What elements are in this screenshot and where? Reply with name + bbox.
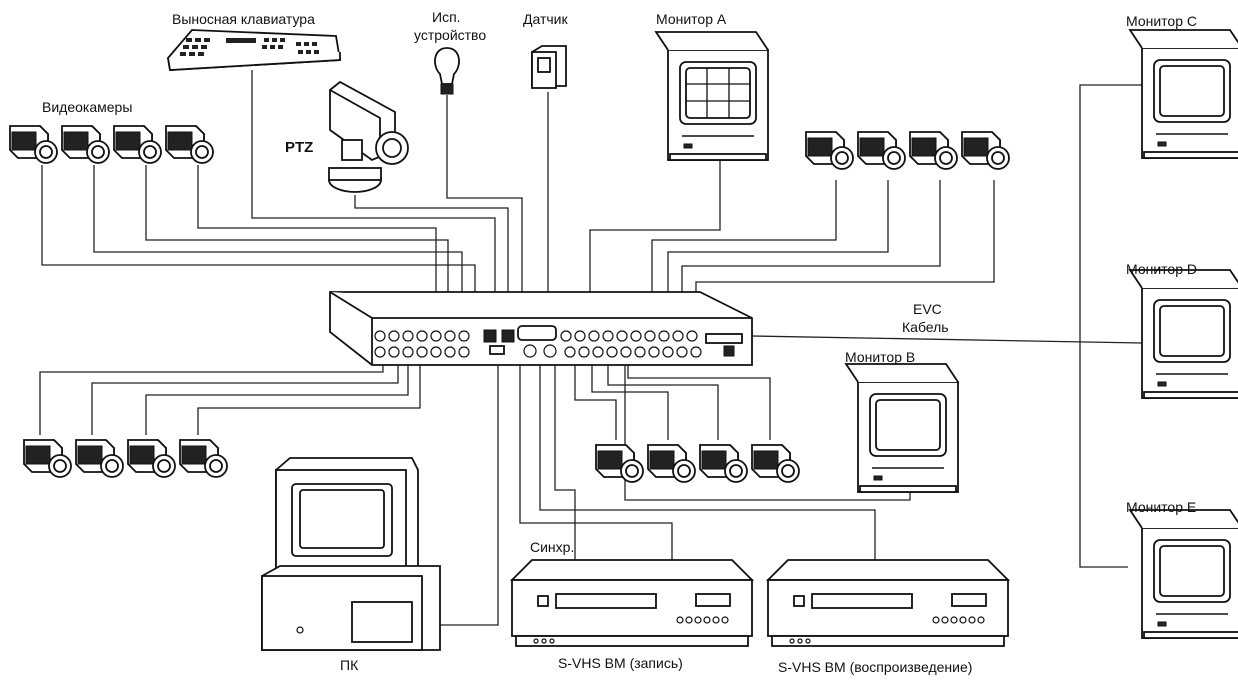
video-camera-icon [23,439,72,478]
label-ptz: PTZ [285,139,313,156]
monitor-d [1129,269,1238,399]
bnc-connector [686,330,698,342]
label-cameras: Видеокамеры [42,99,132,115]
bnc-connector [620,346,632,358]
monitor-a [655,31,769,161]
label-vcr-play: S-VHS ВМ (воспроизведение) [778,659,972,675]
label-vcr-record: S-VHS ВМ (запись) [558,655,683,671]
bnc-connector [690,346,702,358]
sensor-device [531,45,567,89]
bnc-connector [374,330,386,342]
label-device-2: устройство [414,27,486,43]
bnc-connector [630,330,642,342]
bnc-connector [574,330,586,342]
label-monitor-d: Монитор D [1126,261,1197,277]
video-camera-icon [9,125,58,164]
video-camera-icon [113,125,162,164]
bnc-connector [430,330,442,342]
label-monitor-b: Монитор B [845,349,915,365]
bnc-connector [444,330,456,342]
bnc-connector [634,346,646,358]
bnc-connector [416,346,428,358]
monitor-b [845,363,959,493]
bnc-connector [672,330,684,342]
bnc-connector [676,346,688,358]
multiplexer-unit [329,291,753,366]
bnc-connector [416,330,428,342]
bnc-connector [388,346,400,358]
bnc-connector [444,346,456,358]
bnc-connector [592,346,604,358]
bnc-connector [606,346,618,358]
label-monitor-a: Монитор A [656,11,727,27]
lightbulb-icon [434,47,460,95]
bnc-connector [402,346,414,358]
label-monitor-c: Монитор C [1126,13,1197,29]
video-camera-icon [127,439,176,478]
video-camera-icon [805,131,854,170]
video-camera-icon [909,131,958,170]
label-cable: Кабель [902,319,949,335]
bnc-connector [564,346,576,358]
cameras-bottom-left [23,439,228,478]
bnc-connector [588,330,600,342]
video-camera-icon [857,131,906,170]
label-evc: EVC [913,301,942,317]
video-camera-icon [165,125,214,164]
bnc-connector [648,346,660,358]
bnc-connector [602,330,614,342]
video-camera-icon [961,131,1010,170]
label-keyboard: Выносная клавиатура [172,11,315,27]
bnc-connector [458,330,470,342]
video-camera-icon [75,439,124,478]
bnc-connector [388,330,400,342]
vcr-record [511,559,753,647]
monitor-c [1129,29,1238,159]
bnc-connector [458,346,470,358]
cameras-bottom-right [595,444,800,483]
monitor-e [1129,509,1238,639]
video-camera-icon [595,444,644,483]
bnc-connector [658,330,670,342]
personal-computer [261,457,441,651]
connection-wires [39,70,1143,626]
ptz-camera [328,80,409,193]
bnc-connector [662,346,674,358]
label-device-1: Исп. [432,9,461,25]
label-sensor: Датчик [523,11,568,27]
bnc-connector [560,330,572,342]
vcr-playback [767,559,1009,647]
bnc-connector [616,330,628,342]
video-camera-icon [647,444,696,483]
label-pc: ПК [340,657,359,673]
label-sync: Синхр. [530,539,574,555]
cameras-top-left [9,125,214,164]
bnc-connector [644,330,656,342]
video-camera-icon [179,439,228,478]
remote-keyboard [167,29,342,71]
bnc-connector [402,330,414,342]
bnc-connector [430,346,442,358]
bnc-connector [578,346,590,358]
video-camera-icon [751,444,800,483]
video-camera-icon [699,444,748,483]
video-camera-icon [61,125,110,164]
cameras-top-right [805,131,1010,170]
label-monitor-e: Монитор E [1126,499,1196,515]
bnc-connector [374,346,386,358]
